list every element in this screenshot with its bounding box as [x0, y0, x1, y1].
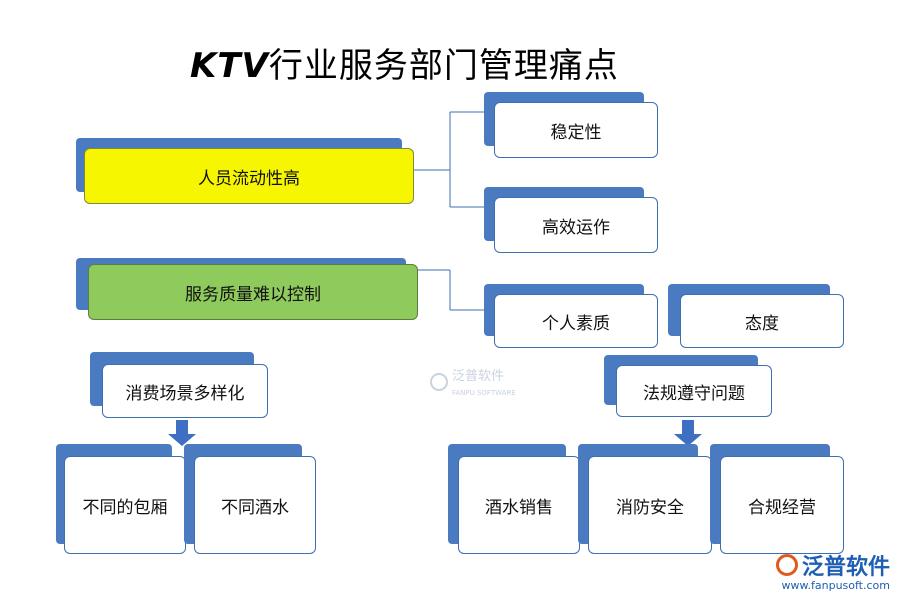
node-efficient-operation: 高效运作 — [484, 187, 660, 255]
node-label: 人员流动性高 — [84, 148, 414, 204]
arrow-down-icon — [682, 420, 694, 434]
node-regulatory-compliance: 法规遵守问题 — [604, 355, 774, 419]
watermark-logo-icon — [430, 373, 448, 391]
node-stability: 稳定性 — [484, 92, 660, 160]
node-service-quality: 服务质量难以控制 — [76, 258, 420, 322]
brand-logo: 泛普软件 www.fanpusoft.com — [775, 549, 890, 592]
node-label: 高效运作 — [494, 197, 658, 253]
watermark: 泛普软件 FANPU SOFTWARE — [430, 365, 516, 399]
brand-url: www.fanpusoft.com — [781, 579, 890, 592]
node-label: 态度 — [680, 294, 844, 348]
node-label: 法规遵守问题 — [616, 365, 772, 417]
node-label: 不同酒水 — [194, 456, 316, 554]
node-different-rooms: 不同的包厢 — [56, 444, 188, 556]
node-alcohol-sales: 酒水销售 — [448, 444, 582, 556]
node-label: 个人素质 — [494, 294, 658, 348]
brand-logo-icon — [775, 554, 798, 576]
arrow-down-icon — [168, 434, 196, 446]
watermark-subtext: FANPU SOFTWARE — [452, 389, 516, 397]
title-rest: 行业服务部门管理痛点 — [268, 46, 619, 86]
node-label: 合规经营 — [720, 456, 844, 554]
node-fire-safety: 消防安全 — [578, 444, 714, 556]
node-attitude: 态度 — [668, 284, 846, 350]
brand-name: 泛普软件 — [801, 555, 890, 580]
node-label: 消防安全 — [588, 456, 712, 554]
node-personal-quality: 个人素质 — [484, 284, 660, 350]
node-staff-turnover: 人员流动性高 — [76, 138, 416, 206]
node-label: 酒水销售 — [458, 456, 580, 554]
node-consumption-scenarios: 消费场景多样化 — [90, 352, 270, 420]
node-legal-operation: 合规经营 — [710, 444, 846, 556]
watermark-text: 泛普软件 — [452, 369, 505, 384]
node-label: 消费场景多样化 — [102, 364, 268, 418]
arrow-down-icon — [176, 420, 188, 434]
node-label: 稳定性 — [494, 102, 658, 158]
page-title: KTV行业服务部门管理痛点 — [190, 38, 710, 87]
arrow-down-icon — [674, 434, 702, 446]
node-different-drinks: 不同酒水 — [184, 444, 318, 556]
node-label: 服务质量难以控制 — [88, 264, 418, 320]
node-label: 不同的包厢 — [64, 456, 186, 554]
title-prefix: KTV — [190, 46, 269, 86]
